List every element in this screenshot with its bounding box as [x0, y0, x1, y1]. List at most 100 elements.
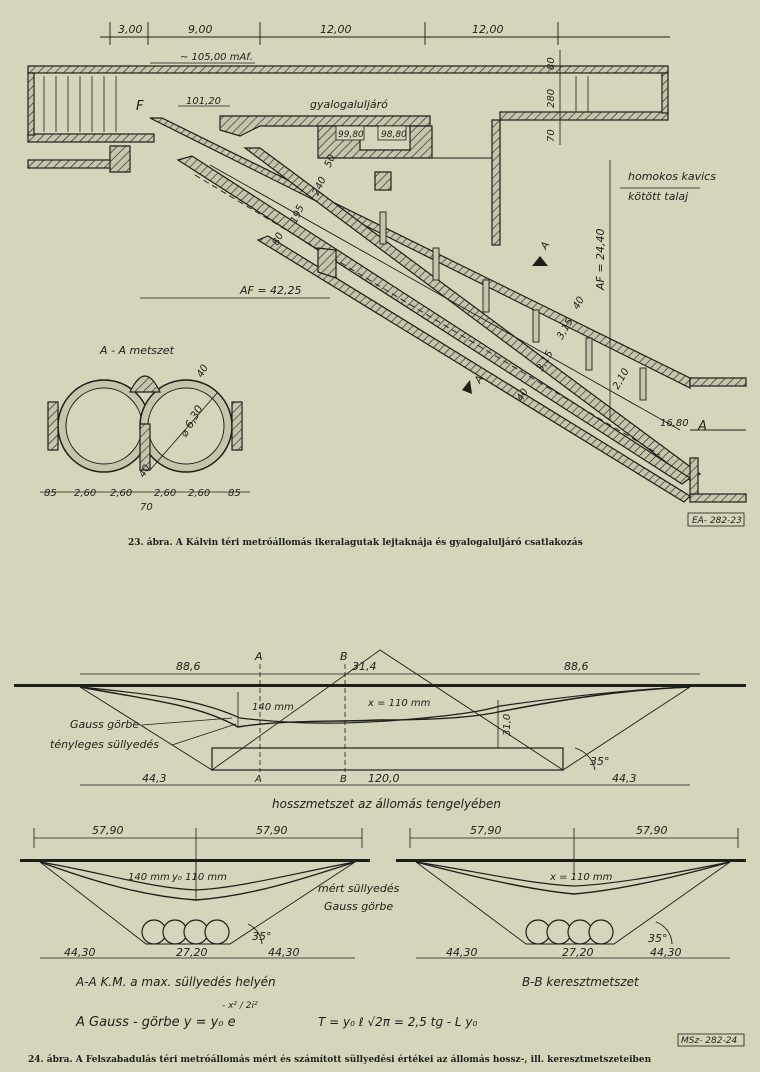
fig24-long-section-curves	[79, 649, 691, 771]
fig23-dim-3: 12,00	[320, 23, 352, 36]
fig23-sdim-260c: 2,60	[154, 488, 176, 499]
fig23-roof-slab	[27, 65, 669, 74]
fig24-cross-section-a: 57,90 57,90	[20, 824, 370, 959]
fig24-a-label-gauss: Gauss görbe	[324, 900, 393, 913]
fig23-sdim-260a: 2,60	[74, 488, 96, 499]
fig24-a-title: A-A K.M. a max. süllyedés helyén	[75, 975, 276, 989]
fig23-section-gap: 70	[140, 502, 153, 513]
fig23-shaft-struts	[379, 211, 647, 401]
fig23-level-a: 101,20	[186, 96, 221, 107]
fig24-long-title: hosszmetszet az állomás tengelyében	[272, 797, 501, 811]
fig24-a-label-measured: mért süllyedés	[318, 882, 400, 895]
fig23-sdim-195: 195	[289, 203, 307, 225]
fig24-ground-line	[14, 684, 746, 687]
fig24-b-dim-2: 57,90	[636, 824, 668, 837]
fig23-label-passage: gyalogaluljáró	[310, 98, 388, 111]
fig23-idim-5: 2,10	[611, 367, 632, 392]
fig23-label-a-platform: A	[697, 419, 707, 434]
fig23-sdim-260b: 2,60	[110, 488, 132, 499]
fig24-b-bottom-1: 44,30	[446, 946, 478, 959]
fig23-rdim-80: 80	[546, 57, 557, 70]
fig23-sdim-85b: 85	[228, 488, 241, 499]
fig23-right-dims: 80 280 70	[546, 50, 561, 145]
fig24-b-bottom-3: 44,30	[650, 946, 682, 959]
fig23-plate-number: EA- 282-23	[692, 516, 742, 526]
fig23-level-bottom: 16,80	[660, 418, 689, 429]
actual-settlement-curve	[79, 686, 691, 724]
fig23-level-c: 98,80	[381, 130, 407, 140]
fig24-mark-a: A	[254, 650, 263, 663]
fig24-top-dim-1: 88,6	[176, 660, 201, 673]
fig24-cross-section-b: 57,90 57,90	[396, 824, 746, 959]
fig23-right-wall	[491, 119, 501, 246]
fig24-formula-t: T = y₀ ℓ √2π = 2,5 tɡ - L y₀	[318, 1015, 477, 1029]
fig24-a-bottom-1: 44,30	[64, 946, 96, 959]
fig24-mark-b: B	[340, 650, 348, 663]
fig23-label-soil-2: kötött talaj	[628, 190, 689, 203]
fig24-bottom-dim-3: 44,3	[612, 772, 637, 785]
fig23-shaft-mid-wall	[243, 147, 702, 481]
fig24-a-dim-2: 57,90	[256, 824, 288, 837]
fig24-label-actual: tényleges süllyedés	[50, 738, 159, 751]
figure-23: 3,00 9,00 12,00 12,00 ~ 105,00 mAf. F 10…	[27, 22, 747, 548]
fig23-passage-columns	[43, 76, 589, 132]
section-arrow-a-lower	[462, 380, 472, 394]
fig24-mark-a-bottom: A	[254, 774, 262, 785]
fig24-bottom-dim-2: 120,0	[368, 772, 400, 785]
fig24-top-dim-3: 88,6	[564, 660, 589, 673]
fig23-dim-4: 12,00	[472, 23, 504, 36]
gauss-curve	[79, 686, 691, 728]
fig24-a-depth-2: y₀ 110 mm	[171, 872, 227, 883]
fig23-twin-tunnel-section	[47, 375, 243, 473]
fig24-b-depth: x = 110 mm	[549, 872, 613, 883]
fig24-b-title: B-B keresztmetszet	[522, 975, 640, 989]
figure-24: A B 88,6 31,4 88,6 140 mm x = 110 mm Gau…	[14, 649, 746, 1065]
fig23-idim-3: 40	[571, 295, 587, 312]
fig23-level-top: ~ 105,00 mAf.	[180, 52, 253, 63]
fig23-level-b: 99,80	[338, 130, 364, 140]
fig24-label-gauss: Gauss görbe	[70, 718, 139, 731]
fig23-sump	[317, 125, 433, 159]
fig23-sdim-260d: 2,60	[188, 488, 210, 499]
fig24-plate-number: MSz- 282-24	[681, 1036, 737, 1046]
fig24-depth-140: 140 mm	[252, 702, 294, 713]
fig24-bottom-dim-1: 44,3	[142, 772, 167, 785]
station-box	[211, 747, 564, 771]
fig23-rdim-280: 280	[546, 89, 557, 108]
fig24-a-bottom-3: 44,30	[268, 946, 300, 959]
fig24-a-dim-1: 57,90	[92, 824, 124, 837]
fig24-b-bottom-2: 27,20	[562, 946, 594, 959]
fig23-dim-1: 3,00	[118, 23, 143, 36]
fig23-label-soil-1: homokos kavics	[628, 170, 716, 183]
fig23-dim-2: 9,00	[188, 23, 213, 36]
fig24-top-dim-2: 31,4	[352, 660, 377, 673]
fig24-a-angle: 35°	[252, 930, 272, 943]
fig23-top-dimensions: 3,00 9,00 12,00 12,00	[100, 22, 670, 45]
fig24-formula-gauss: A Gauss - görbe y = y₀ e	[75, 1015, 236, 1030]
fig23-sdim-85a: 85	[44, 488, 57, 499]
fig23-section-thick: 40	[195, 363, 211, 380]
section-arrow-a-upper	[532, 256, 548, 266]
fig24-formula-exponent: - x² / 2i²	[222, 1001, 258, 1011]
fig24-caption: 24. ábra. A Felszabadulás téri metróállo…	[28, 1054, 652, 1065]
fig23-sdim-50: 50	[323, 153, 338, 169]
fig23-arrow-label-a: A	[539, 240, 553, 252]
fig24-a-depth-1: 140 mm	[128, 872, 170, 883]
fig24-b-dim-1: 57,90	[470, 824, 502, 837]
fig24-angle: 35°	[590, 755, 610, 768]
fig24-mark-b-bottom: B	[340, 774, 347, 785]
fig24-depth-31: 31,0	[502, 714, 513, 736]
fig23-af-left: AF = 42,25	[239, 284, 302, 297]
fig23-sdim-240: 240	[311, 175, 329, 197]
fig23-section-dims: 85 2,60 2,60 2,60 2,60 85 70	[40, 488, 250, 513]
fig23-label-f: F	[136, 99, 144, 114]
fig23-sdim-80: 80	[271, 231, 286, 247]
fig23-rdim-70: 70	[546, 129, 557, 142]
fig23-caption: 23. ábra. A Kálvin téri metróállomás ike…	[128, 537, 583, 548]
fig24-a-bottom-2: 27,20	[176, 946, 208, 959]
fig24-depth-x: x = 110 mm	[367, 698, 431, 709]
fig23-section-title: A - A metszet	[99, 344, 175, 357]
fig24-b-angle: 35°	[648, 932, 668, 945]
fig23-af-right: AF = 24,40	[594, 228, 607, 291]
